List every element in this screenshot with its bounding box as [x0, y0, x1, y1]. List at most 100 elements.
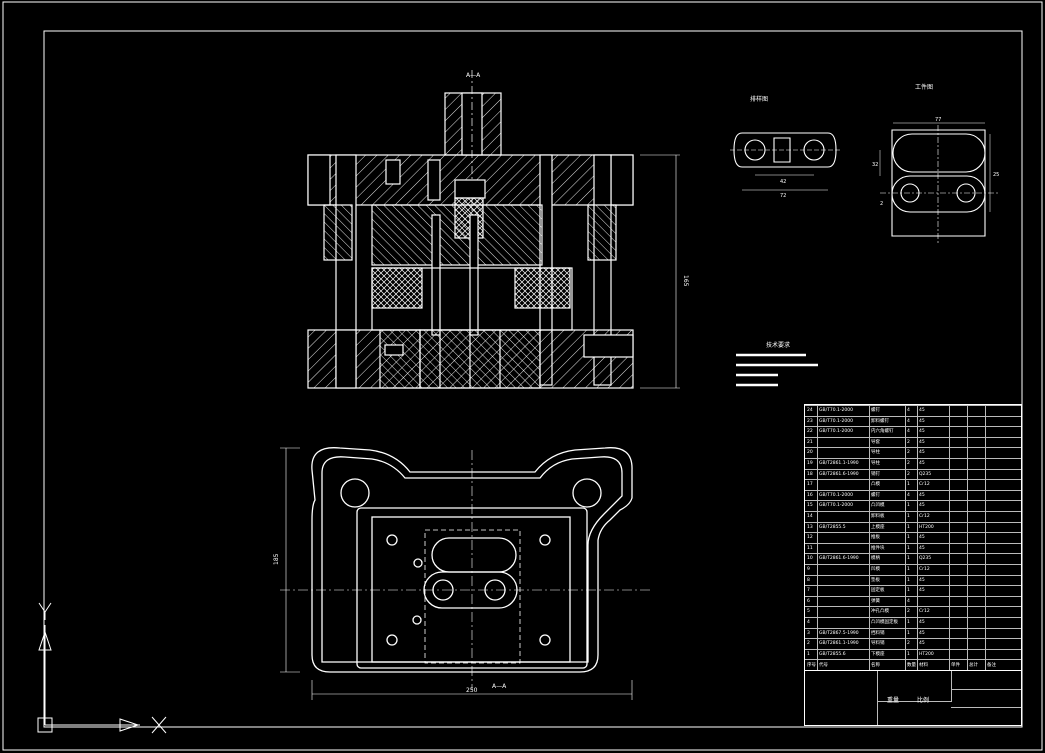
bom-cell-no: 15: [807, 503, 813, 509]
bom-cell-std: GB/T70.1-2000: [819, 429, 853, 435]
bom-cell-qty: 1: [907, 503, 910, 509]
bom-cell-remark: [987, 629, 1019, 639]
bom-cell-mat: HT200: [919, 651, 934, 657]
bom-cell-mat: Cr12: [919, 609, 930, 615]
bom-cell-std: [819, 586, 869, 596]
bom-header-wt1: 单件: [951, 663, 960, 669]
bom-cell-mat: 45: [919, 439, 925, 445]
bom-cell-no: 2: [807, 641, 810, 647]
bom-cell-name: 螺钉: [871, 408, 880, 413]
part-t: 2: [880, 201, 883, 207]
bom-cell-wt2: [969, 438, 985, 448]
bom-cell-mat: Q235: [919, 471, 932, 477]
bom-cell-wt2: [969, 501, 985, 511]
bom-cell-std: GB/T70.1-2000: [819, 503, 853, 509]
bom-cell-name: 推板: [871, 535, 880, 541]
bom-cell-remark: [987, 586, 1019, 596]
bom-cell-wt1: [951, 427, 967, 437]
bom-cell-wt2: [969, 639, 985, 649]
bom-cell-std: GB/T2855.6: [819, 651, 846, 657]
strip-layout: [730, 132, 842, 191]
bom-cell-no: 8: [807, 577, 810, 583]
bom-cell-wt2: [969, 459, 985, 469]
bom-cell-mat: 45: [919, 545, 925, 551]
bom-row: 8 垫板 1 45: [805, 574, 1021, 586]
bom-cell-name: 螺钉: [871, 492, 880, 498]
bom-cell-no: 6: [807, 598, 810, 604]
bom-cell-no: 23: [807, 418, 813, 424]
bom-cell-wt1: [951, 470, 967, 480]
bom-cell-mat: 45: [919, 408, 925, 413]
bom-cell-qty: 2: [907, 450, 910, 456]
bom-cell-wt1: [951, 480, 967, 490]
bom-cell-remark: [987, 554, 1019, 564]
bom-cell-wt1: [951, 607, 967, 617]
bom-cell-name: 垫板: [871, 577, 880, 583]
bom-cell-remark: [987, 459, 1019, 469]
bom-header-no: 序号: [807, 663, 816, 669]
bom-cell-name: 销钉: [871, 471, 880, 477]
plate-height-label: 185: [273, 553, 280, 565]
bom-cell-mat: 45: [919, 577, 925, 583]
bom-cell-std: [819, 597, 869, 607]
bom-cell-qty: 2: [907, 461, 910, 466]
section-label: A—A: [466, 72, 481, 79]
bom-cell-name: 导料销: [871, 641, 885, 647]
bom-cell-mat: HT200: [919, 524, 934, 530]
section-view: [307, 70, 680, 389]
bom-grid-line: [905, 405, 906, 671]
bom-cell-wt1: [951, 523, 967, 533]
bom-cell-remark: [987, 544, 1019, 554]
part-label: 工件图: [915, 83, 933, 91]
bom-cell-qty: 1: [907, 482, 910, 488]
bom-cell-no: 22: [807, 429, 813, 435]
bom-cell-no: 3: [807, 630, 810, 636]
bom-cell-wt1: [951, 448, 967, 458]
bom-cell-mat: Cr12: [919, 482, 930, 488]
bom-cell-mat: 45: [919, 588, 925, 594]
bom-cell-qty: 1: [907, 524, 910, 530]
bom-cell-qty: 1: [907, 577, 910, 583]
bom-cell-wt2: [969, 554, 985, 564]
bom-grid-line: [869, 405, 870, 671]
bom-cell-qty: 1: [907, 630, 910, 636]
bom-cell-wt2: [969, 650, 985, 660]
bom-cell-name: 冲孔凸模: [871, 609, 889, 615]
bom-cell-wt1: [951, 417, 967, 427]
bom-cell-no: 19: [807, 461, 813, 466]
bom-cell-qty: 4: [907, 408, 910, 413]
bom-cell-name: 下模座: [871, 651, 885, 657]
bom-cell-mat: 45: [919, 492, 925, 498]
bom-cell-qty: 4: [907, 492, 910, 498]
bom-cell-wt2: [969, 480, 985, 490]
bom-cell-no: 21: [807, 439, 813, 445]
width-dim-label: 250: [466, 687, 478, 694]
bom-cell-mat: 45: [919, 620, 925, 625]
bom-cell-wt1: [951, 438, 967, 448]
bom-cell-wt2: [969, 544, 985, 554]
part-drawing: [879, 122, 1000, 245]
bom-cell-wt2: [969, 629, 985, 639]
bom-cell-std: GB/T2861.6-1990: [819, 471, 859, 477]
bom-cell-qty: 4: [907, 429, 910, 435]
bom-grid-line: [985, 405, 986, 671]
bom-cell-name: 凸模: [871, 482, 880, 488]
title-block: 重量 比例: [804, 670, 1022, 726]
inner-frame: [43, 30, 1023, 728]
bom-cell-std: GB/T2855.5: [819, 524, 846, 530]
strip-pitch: 42: [780, 179, 786, 185]
bom-cell-no: 14: [807, 514, 813, 519]
bom-cell-wt1: [951, 618, 967, 628]
